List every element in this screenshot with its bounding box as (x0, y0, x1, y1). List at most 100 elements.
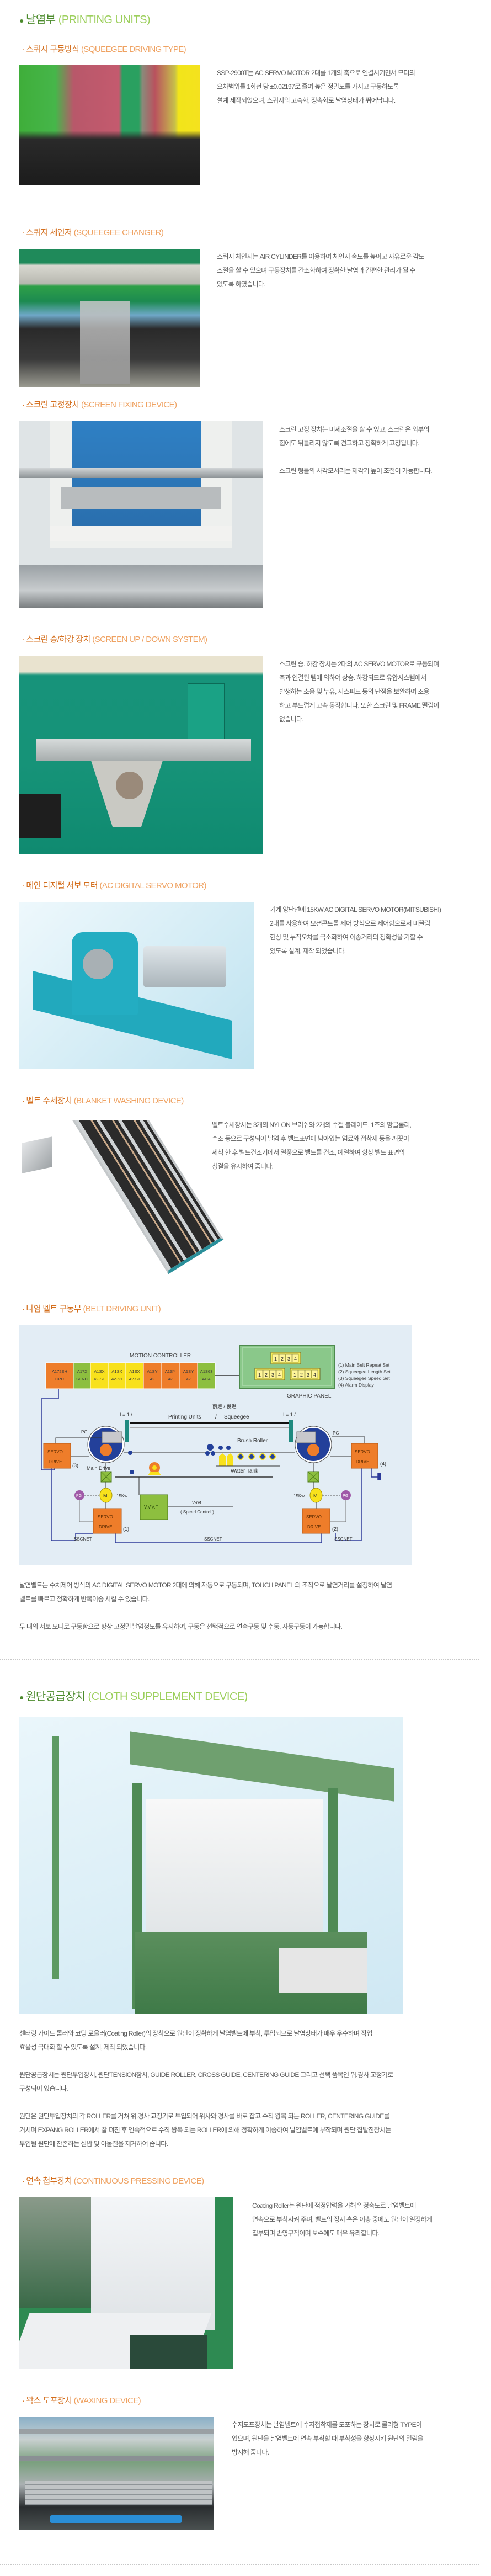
pg-circle-left (74, 1490, 84, 1500)
belt-driving-description: 날염벨트는 수치제어 방식의 AC DIGITAL SERVO MOTOR 2대… (19, 1579, 392, 1634)
title-english: (BELT DRIVING UNIT) (83, 1304, 161, 1314)
continuous-pressing-description: Coating Roller는 원단에 적정압력을 가해 일정속도로 날염벨트에… (252, 2199, 433, 2240)
section-title-screen-fixing: ·스크린 고정장치 (SCREEN FIXING DEVICE) (22, 399, 177, 410)
title-english: (SCREEN FIXING DEVICE) (81, 400, 177, 410)
paragraph: 두 대의 서보 모터로 구동함으로 항상 고정밀 날염정도를 유지하여, 구동은… (19, 1620, 392, 1634)
panel-digit: 3 (287, 1356, 290, 1362)
panel-digit: 4 (294, 1356, 297, 1362)
pg-encoder-left (102, 1431, 122, 1443)
speed-control-label: ( Speed Control ) (180, 1510, 214, 1515)
text-line: 첩부되며 반영구적이며 보수에도 매우 유리합니다. (252, 2229, 380, 2237)
title-english: (AC DIGITAL SERVO MOTOR) (99, 881, 207, 890)
servo-drive-4 (351, 1443, 378, 1469)
title-korean: 스크린 고정장치 (26, 400, 79, 410)
blanket-washing-photo (19, 1120, 237, 1278)
section-title-squeegee-changer: ·스퀴지 체인저 (SQUEEGEE CHANGER) (22, 226, 164, 238)
title-english: (BLANKET WASHING DEVICE) (73, 1096, 184, 1106)
text-line: 거치며 EXPANG ROLLER에서 잘 펴진 후 연속적으로 수직 왕복 되… (19, 2126, 391, 2134)
diagram-label: PG (343, 1494, 348, 1498)
controller-module (45, 1362, 74, 1389)
section-title-blanket-washing: ·벨트 수세장치 (BLANKET WASHING DEVICE) (22, 1095, 184, 1106)
text-line: 투입될 원단에 잔존하는 실밥 및 이물질을 제거하여 줍니다. (19, 2140, 168, 2148)
text-line: 스크린 형틀의 사각모서리는 제각기 높이 조절이 가능합니다. (279, 467, 433, 475)
module-label-bottom: 42-S1 (111, 1377, 122, 1382)
direction-label: 前進 / 後退 (212, 1403, 237, 1409)
module-label-top: A1S63 (200, 1369, 213, 1374)
vref-label: V-ref (192, 1500, 202, 1505)
text-line: 두 대의 서보 모터로 구동함으로 항상 고정밀 날염정도를 유지하여, 구동은… (19, 1623, 343, 1630)
servo-drive-4-number: (4) (380, 1461, 386, 1467)
text-line: 방지해 줍니다. (232, 2448, 269, 2456)
servo-drive-1-number: (1) (123, 1526, 129, 1532)
legend-item-3: (3) Squeegee Speed Set (338, 1375, 390, 1381)
diagram-label: DRIVE (307, 1525, 321, 1529)
text-line: 스퀴지 체인지는 AIR CYLINDER를 이용하여 체인지 속도를 높이고 … (217, 253, 425, 261)
pg-label-left: PG (81, 1430, 88, 1435)
servo-drive-2-number: (2) (332, 1526, 338, 1532)
module-label-top: A172SH (52, 1369, 67, 1374)
squeegee-changer-photo (19, 249, 200, 387)
paragraph: 기계 양단면에 15KW AC DIGITAL SERVO MOTOR(MITS… (270, 903, 441, 958)
module-label-bottom: SENC (76, 1377, 88, 1382)
title-english: (CONTINUOUS PRESSING DEVICE) (73, 2176, 204, 2186)
blanket-washing-description: 벨트수세장치는 3개의 NYLON 브러쉬와 2개의 수절 블레이드, 1조의 … (212, 1118, 412, 1173)
diagram-label: PG (76, 1494, 82, 1498)
text-line: 청결을 유지하여 줍니다. (212, 1162, 274, 1170)
panel-digit: 3 (307, 1372, 309, 1378)
text-line: 원단은 원단투입장치의 각 ROLLER를 거쳐 위.경사 교정기로 투입되어 … (19, 2112, 390, 2120)
paragraph: 센터링 가이드 롤러와 코팅 로울러(Coating Roller)의 장착으로… (19, 2027, 393, 2054)
panel-digit: 4 (278, 1372, 281, 1378)
module-label-top: A1SY (165, 1369, 175, 1374)
controller-module (179, 1362, 198, 1389)
diagram-label: DRIVE (99, 1525, 112, 1529)
module-label-top: A1SY (147, 1369, 157, 1374)
waxing-photo (19, 2417, 214, 2530)
legend-item-4: (4) Alarm Display (338, 1382, 374, 1388)
text-line: 축과 연결된 템에 의하여 상승. 하강되므로 유압시스템에서 (279, 674, 426, 682)
title-korean: 나염 벨트 구동부 (26, 1304, 81, 1314)
cloth-supplement-photo (19, 1717, 403, 2014)
pg-label-right: PG (333, 1431, 339, 1436)
belt-driving-diagram: MOTION CONTROLLER A172SHCPUA172SENCA1SX4… (19, 1325, 412, 1565)
text-line: 연속으로 부착시켜 주며, 벨트의 정지 혹은 이송 중에도 원단이 일정하게 (252, 2216, 433, 2223)
text-line: 날염벨트는 수치제어 방식의 AC DIGITAL SERVO MOTOR 2대… (19, 1581, 392, 1589)
text-line: 현상 및 누적오차를 극소화하여 이송거리의 정확성을 기할 수 (270, 933, 423, 941)
screen-up-down-photo (19, 656, 263, 854)
bullet-icon: · (22, 881, 25, 890)
title-korean: 원단공급장치 (25, 1691, 86, 1703)
paragraph: 날염벨트는 수치제어 방식의 AC DIGITAL SERVO MOTOR 2대… (19, 1579, 392, 1606)
text-line: 벨트수세장치는 3개의 NYLON 브러쉬와 2개의 수절 블레이드, 1조의 … (212, 1121, 412, 1129)
cloth-supplement-description: 센터링 가이드 롤러와 코팅 로울러(Coating Roller)의 장착으로… (19, 2027, 393, 2151)
panel-digit: 3 (271, 1372, 274, 1378)
title-english: (PRINTING UNITS) (58, 14, 151, 26)
text-line: 설계 제작되었으며, 스퀴지의 고속화, 정속화로 날염상태가 뛰어납니다. (217, 97, 396, 104)
controller-module (143, 1362, 162, 1389)
text-line: 벨트를 빠르고 정확하게 반복이송 시킬 수 있습니다. (19, 1595, 150, 1603)
title-korean: 연속 첩부장치 (26, 2176, 72, 2186)
text-line: 있도록 하였습니다. (217, 280, 266, 288)
bullet-icon: · (22, 2176, 25, 2186)
bullet-icon: · (22, 400, 25, 410)
section-title-belt-driving: ·나염 벨트 구동부 (BELT DRIVING UNIT) (22, 1303, 161, 1314)
text-line: 원단공급장치는 원단투입장치, 원단TENSION장치, GUIDE ROLLE… (19, 2071, 393, 2079)
ratio-label-left: I = 1 / (120, 1412, 132, 1417)
text-line: 스크린 고정 장치는 미세조절을 할 수 있고, 스크린은 외부의 (279, 426, 430, 433)
section-title-waxing: ·왁스 도포장치 (WAXING DEVICE) (22, 2394, 141, 2406)
text-line: 효율성 극대화 할 수 있도록 설계, 제작 되었습니다. (19, 2043, 147, 2051)
diagram-label: DRIVE (356, 1459, 369, 1464)
bullet-icon: · (22, 2396, 25, 2405)
module-label-bottom: 42-S1 (129, 1377, 140, 1382)
title-english: (SQUEEGEE CHANGER) (73, 228, 164, 237)
rack-left (125, 1420, 129, 1442)
title-korean: 스퀴지 구동방식 (26, 45, 79, 54)
pg-circle-right (341, 1490, 351, 1500)
title-english: (SCREEN UP / DOWN SYSTEM) (92, 635, 207, 644)
module-label-top: A1SX (94, 1369, 104, 1374)
text-line: 스크린 승. 하강 장치는 2대의 AC SERVO MOTOR로 구동되며 (279, 660, 439, 668)
controller-module (197, 1362, 216, 1389)
diagram-label: M (313, 1493, 318, 1499)
printing-units-label: Printing Units (168, 1414, 201, 1420)
paragraph: 스퀴지 체인지는 AIR CYLINDER를 이용하여 체인지 속도를 높이고 … (217, 250, 425, 291)
